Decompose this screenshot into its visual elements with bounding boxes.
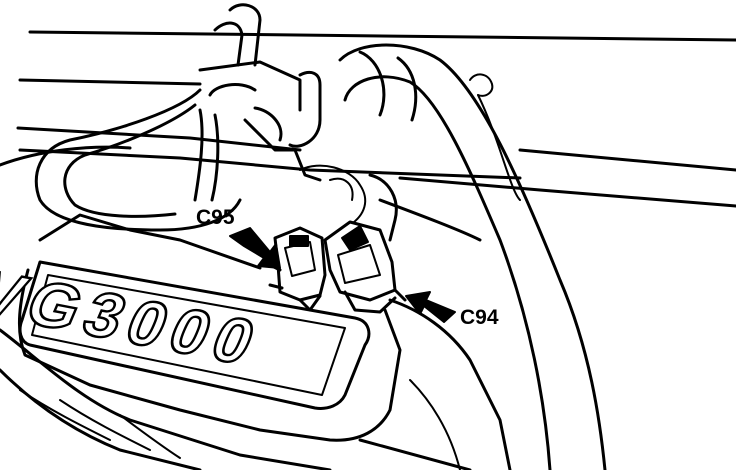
wire-harness [34, 3, 482, 242]
coolant-hose [338, 43, 607, 470]
connector-c94 [323, 220, 407, 314]
callout-label-c94: C94 [460, 306, 499, 329]
connector-c95 [268, 226, 327, 312]
intake-plenum [0, 213, 512, 470]
callout-arrow-c95 [229, 227, 281, 269]
callout-label-c95: C95 [196, 206, 235, 229]
callout-arrow-c94 [405, 291, 456, 323]
cowl-panel-lines [0, 30, 736, 208]
engine-badge-text: VG3000 [0, 257, 273, 379]
